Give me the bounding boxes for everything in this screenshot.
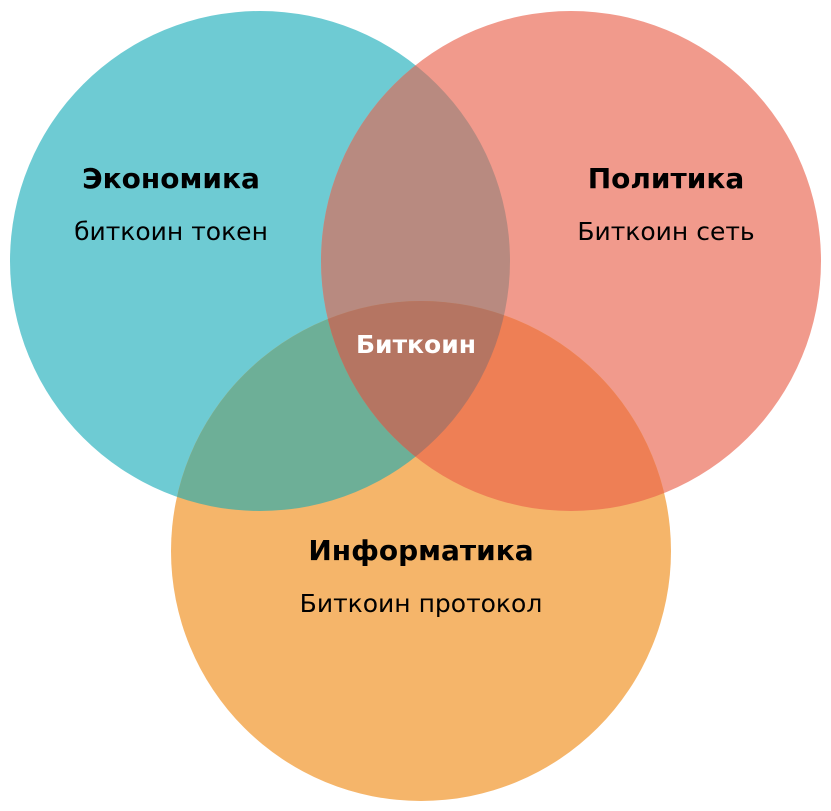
- informatics-title: Информатика: [308, 534, 533, 567]
- economics-informatics-overlap: [171, 301, 510, 511]
- politics-informatics-overlap: [321, 301, 671, 511]
- economics-title: Экономика: [82, 162, 260, 195]
- politics-title: Политика: [588, 162, 745, 195]
- economics-subtitle: биткоин токен: [74, 217, 268, 246]
- informatics-subtitle: Биткоин протокол: [300, 589, 543, 618]
- center-label: Биткоин: [356, 330, 476, 359]
- politics-subtitle: Биткоин сеть: [577, 217, 754, 246]
